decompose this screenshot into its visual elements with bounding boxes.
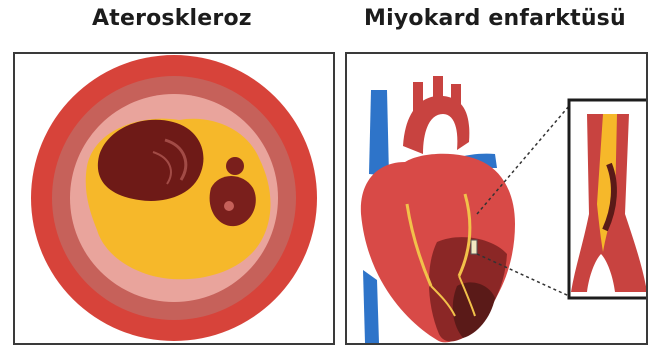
myocardial-infarction-title: Miyokard enfarktüsü bbox=[364, 6, 626, 31]
artery-cross-section-illustration bbox=[15, 54, 333, 343]
heart-illustration bbox=[347, 54, 646, 343]
inferior-vena-cava bbox=[363, 270, 379, 343]
occlusion-marker bbox=[471, 240, 477, 254]
myocardial-infarction-panel bbox=[345, 52, 648, 345]
atherosclerosis-panel bbox=[13, 52, 335, 345]
atherosclerosis-title: Ateroskleroz bbox=[92, 6, 252, 31]
superior-vena-cava bbox=[369, 90, 389, 176]
